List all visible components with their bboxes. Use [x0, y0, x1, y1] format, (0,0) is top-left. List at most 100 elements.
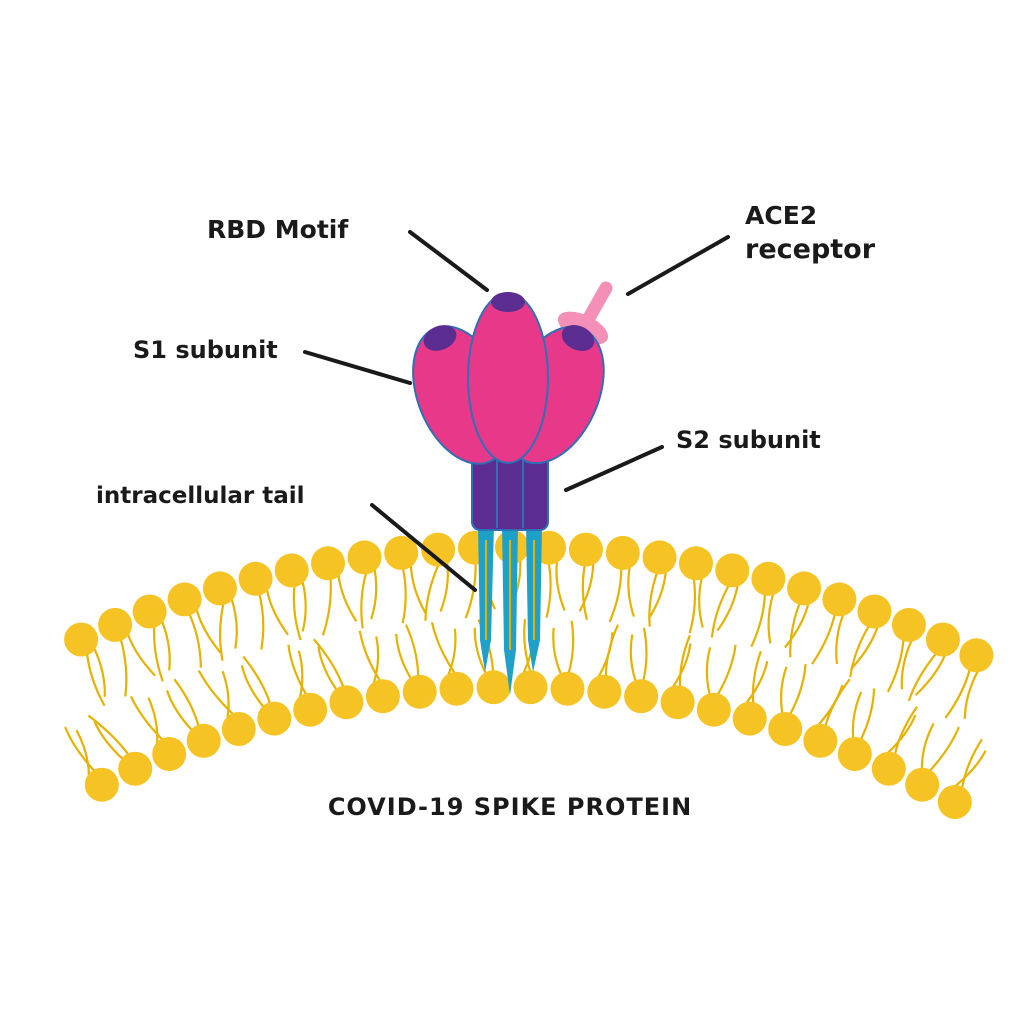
- lipid-head: [274, 553, 309, 588]
- lipid-tail: [317, 646, 338, 691]
- lipid-head: [642, 540, 677, 575]
- s1-lobes: [412, 292, 605, 465]
- lipid-head: [605, 535, 640, 570]
- lipid-head: [857, 594, 892, 629]
- leader-s1: [303, 350, 412, 385]
- lipid-head: [822, 582, 857, 617]
- lipid-tail: [780, 666, 788, 714]
- lipid-head: [365, 679, 400, 714]
- lipid-tail: [887, 714, 917, 754]
- lipid-head: [152, 737, 187, 771]
- rbd-cap-center: [491, 292, 525, 312]
- lipid-tail: [292, 583, 302, 641]
- lipid-tail: [85, 652, 106, 707]
- lipid-head: [751, 561, 786, 596]
- lipid-tail: [886, 637, 905, 693]
- lipid-head: [891, 607, 926, 642]
- lipid-head: [732, 701, 767, 736]
- lipid-tail: [555, 561, 566, 611]
- lipid-head: [568, 532, 603, 567]
- lipid-head: [167, 582, 202, 617]
- lipid-tail: [424, 563, 441, 621]
- lipid-tail: [221, 670, 230, 719]
- lipid-head: [803, 723, 838, 758]
- lipid-tail: [439, 562, 449, 612]
- lipid-tail: [187, 612, 202, 668]
- lipid-head: [329, 685, 364, 720]
- lipid-head: [347, 540, 382, 575]
- lipid-tail: [321, 576, 332, 636]
- lipid-tail: [900, 640, 913, 690]
- label-rbd-motif: RBD Motif: [207, 215, 349, 244]
- lipid-tail: [789, 601, 802, 658]
- lipid-head: [925, 622, 960, 657]
- lipid-tail: [627, 567, 635, 617]
- lipid-tail: [358, 630, 382, 683]
- lipid-head: [238, 561, 273, 596]
- lipid-tail: [710, 583, 731, 638]
- lipid-tail: [430, 622, 457, 676]
- lipid-tail: [578, 564, 595, 612]
- lipid-tail: [230, 599, 238, 649]
- lipid-head: [311, 546, 345, 581]
- lipid-tail: [811, 612, 837, 665]
- lipid-tail: [849, 624, 871, 678]
- lipid-tail: [127, 634, 156, 677]
- label-s2-subunit: S2 subunit: [676, 426, 821, 454]
- lipid-tail: [409, 565, 427, 614]
- lipid-tail: [153, 624, 164, 682]
- lipid-tail: [823, 678, 851, 728]
- lipid-tail: [119, 637, 128, 697]
- lipid-tail: [523, 618, 532, 674]
- label-ace2-line1: ACE2: [745, 201, 817, 230]
- lipid-tail: [927, 726, 960, 773]
- leader-rbd: [408, 230, 489, 292]
- lipid-head: [937, 785, 972, 819]
- lipid-tail: [851, 691, 863, 739]
- lipid-tail: [93, 720, 124, 760]
- lipid-tail: [93, 648, 106, 697]
- lipid-tail: [698, 578, 704, 628]
- lipid-head: [787, 571, 822, 606]
- lipid-tail: [715, 644, 737, 697]
- lipid-tail: [287, 644, 309, 697]
- labels: RBD Motif ACE2 receptor S1 subunit S2 su…: [96, 201, 876, 821]
- lipid-head: [959, 638, 994, 673]
- lipid-head: [98, 607, 133, 642]
- leader-ace2: [626, 235, 730, 296]
- lipid-tail: [581, 563, 588, 621]
- lipid-tail: [960, 738, 983, 790]
- label-intracellular-tail: intracellular tail: [96, 483, 305, 509]
- lipid-head: [293, 692, 328, 727]
- lipid-tail: [716, 585, 739, 632]
- lipid-head: [550, 671, 585, 706]
- rbd-cap-right: [561, 325, 595, 351]
- lipid-head: [871, 751, 906, 786]
- lipid-tail: [705, 647, 712, 695]
- diagram-title: COVID-19 SPIKE PROTEIN: [328, 793, 692, 821]
- lipid-head: [476, 670, 511, 705]
- lipid-tail: [893, 706, 918, 757]
- lipid-tail: [401, 566, 407, 624]
- lipid-head: [837, 737, 872, 771]
- lipid-tail: [266, 590, 289, 636]
- lipid-head: [421, 532, 456, 567]
- lipid-tail: [648, 570, 659, 627]
- lipid-tail: [850, 627, 879, 670]
- outer-lipid-tails: [85, 560, 979, 719]
- lipid-tail: [447, 628, 457, 676]
- lipid-head: [84, 767, 119, 802]
- lipid-tail: [788, 664, 807, 717]
- lipid-tail: [767, 594, 775, 644]
- lipid-tail: [297, 650, 304, 698]
- lipid-head: [402, 674, 437, 709]
- lipid-head: [118, 751, 153, 786]
- lipid-head: [679, 546, 713, 581]
- lipid-tail: [129, 695, 165, 742]
- lipid-tail: [647, 572, 667, 620]
- lipid-tail: [473, 627, 487, 674]
- lipid-tail: [240, 665, 265, 708]
- lipid-tail: [372, 636, 380, 684]
- lipid-tail: [688, 576, 697, 634]
